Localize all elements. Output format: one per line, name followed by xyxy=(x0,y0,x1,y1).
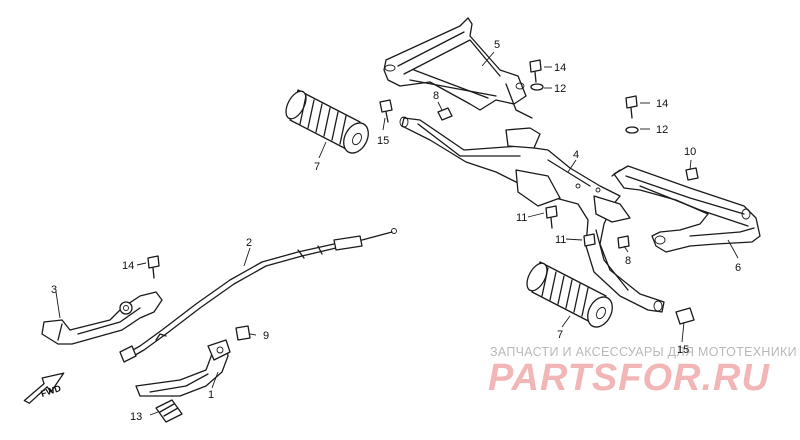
callout-12-right: 12 xyxy=(656,124,668,136)
fastener-14-top xyxy=(529,59,542,83)
callout-14-right: 14 xyxy=(656,98,668,110)
callout-15-bottom: 15 xyxy=(677,344,689,356)
callout-11-a: 11 xyxy=(516,212,527,224)
callout-3: 3 xyxy=(51,284,57,296)
callout-9: 9 xyxy=(263,330,269,342)
part-5-bracket xyxy=(383,17,533,119)
watermark-brand: PARTSFOR.RU xyxy=(488,357,770,399)
part-3-pedal-arm xyxy=(41,291,163,345)
part-6-bracket xyxy=(611,165,761,253)
fastener-15-top xyxy=(379,99,393,123)
fwd-arrow-icon: FWD xyxy=(23,372,65,404)
callout-13: 13 xyxy=(130,411,142,423)
callout-6: 6 xyxy=(735,262,741,274)
fastener-14-right xyxy=(625,95,638,119)
fastener-11-b xyxy=(583,233,596,247)
callout-8-top: 8 xyxy=(433,90,439,102)
callout-14-left: 14 xyxy=(122,260,134,272)
callout-14-top: 14 xyxy=(554,62,566,74)
part-1-brake-pedal xyxy=(135,339,231,397)
washer-12-top xyxy=(530,83,544,91)
callout-15-top: 15 xyxy=(377,135,389,147)
fastener-10 xyxy=(685,167,699,181)
callout-numbers: 5 14 12 8 15 7 4 14 12 10 11 11 8 6 2 14… xyxy=(51,39,741,423)
fastener-11-a xyxy=(545,205,558,229)
callout-7-bottom: 7 xyxy=(557,329,563,341)
part-7-rubber-bottom xyxy=(526,261,613,328)
fastener-8-right xyxy=(617,235,630,249)
part-2-cable xyxy=(119,228,397,363)
callout-7-top: 7 xyxy=(314,161,320,173)
callout-4: 4 xyxy=(573,149,579,161)
callout-8-right: 8 xyxy=(625,255,631,267)
watermark-caption: ЗАПЧАСТИ И АКСЕССУАРЫ ДЛЯ МОТОТЕХНИКИ xyxy=(490,345,797,359)
washer-12-right xyxy=(625,126,639,134)
leader-lines xyxy=(55,51,739,416)
part-7-rubber-top xyxy=(285,89,369,154)
callout-12-top: 12 xyxy=(554,83,566,95)
fastener-9 xyxy=(235,325,251,341)
callout-1: 1 xyxy=(208,389,214,401)
fastener-8-top xyxy=(437,107,453,121)
fastener-14-left xyxy=(147,255,160,279)
callout-11-b: 11 xyxy=(555,234,566,246)
callout-10: 10 xyxy=(684,146,696,158)
part-13-bolt xyxy=(155,399,183,423)
callout-5: 5 xyxy=(494,39,500,51)
callout-2: 2 xyxy=(246,237,252,249)
part-4-step-bar xyxy=(399,116,665,313)
fastener-15-bottom xyxy=(675,307,695,325)
